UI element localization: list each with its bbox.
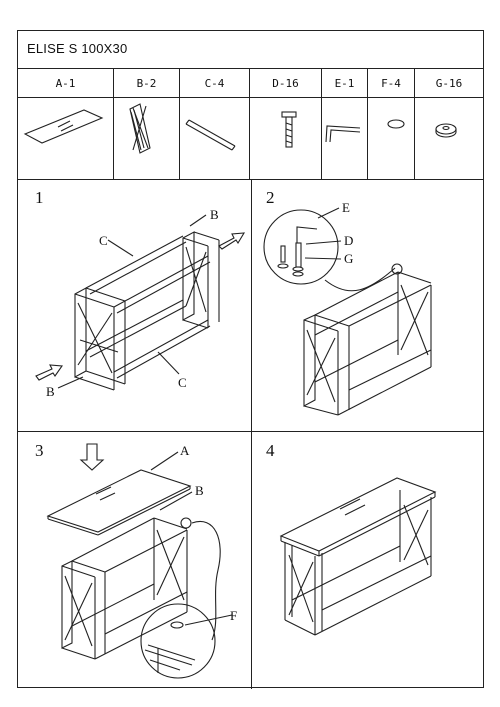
step-2-label-g: G (344, 251, 353, 266)
part-code-e: E-1 (322, 69, 368, 98)
step-3-label-a: A (180, 443, 190, 458)
step-divider-vertical (251, 179, 252, 689)
step-1-label-b-top: B (210, 207, 219, 222)
allen-key-icon (325, 125, 361, 143)
step-1-label-b-bottom: B (46, 384, 55, 399)
parts-divider (18, 179, 483, 180)
part-cell-f (368, 98, 415, 179)
instruction-sheet: ELISE S 100X30 A-1 B-2 C-4 D-16 E-1 F-4 … (17, 30, 484, 689)
step-3-label-f: F (230, 608, 237, 623)
side-frame-icon (129, 103, 151, 154)
crossbar-icon (185, 119, 236, 151)
step-2-label-d: D (344, 233, 353, 248)
step-2-number: 2 (266, 188, 275, 207)
part-code-a: A-1 (18, 69, 114, 98)
part-code-g: G-16 (415, 69, 483, 98)
part-code-c: C-4 (180, 69, 250, 98)
part-code-d: D-16 (250, 69, 322, 98)
product-title: ELISE S 100X30 (27, 41, 128, 56)
step-1-label-c-top: C (99, 233, 108, 248)
glass-top-icon (23, 109, 104, 144)
step-4-number: 4 (266, 441, 275, 460)
title-row: ELISE S 100X30 (18, 31, 483, 69)
step-1-number: 1 (35, 188, 44, 207)
step-2-label-e: E (342, 200, 350, 215)
part-cell-e (322, 98, 368, 179)
washer-icon (435, 123, 457, 138)
part-code-f: F-4 (368, 69, 415, 98)
part-cell-a (18, 98, 114, 179)
step-divider-horizontal (18, 431, 483, 432)
step-3-label-b: B (195, 483, 204, 498)
bolt-icon (281, 111, 297, 148)
part-cell-c (180, 98, 250, 179)
pad-icon (387, 119, 405, 129)
part-cell-b (114, 98, 180, 179)
part-cell-d (250, 98, 322, 179)
step-3-number: 3 (35, 441, 44, 460)
part-code-b: B-2 (114, 69, 180, 98)
step-1-label-c-bottom: C (178, 375, 187, 390)
